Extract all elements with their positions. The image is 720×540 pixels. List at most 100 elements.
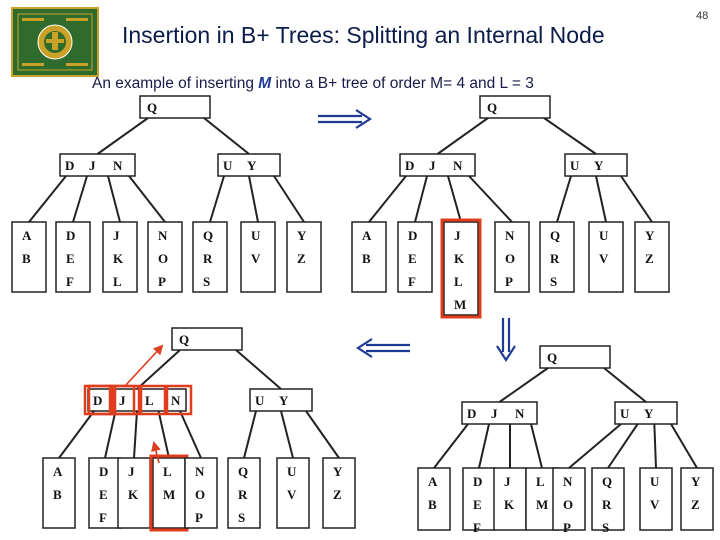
leaf-key: A bbox=[428, 474, 438, 489]
tree-edge bbox=[128, 175, 166, 223]
tree1-leaf-node: NOP bbox=[147, 221, 183, 293]
tree1-leaf-node: QRS bbox=[192, 221, 228, 293]
highlight-box bbox=[165, 384, 193, 416]
tree3-leaf-node: YZ bbox=[680, 467, 714, 531]
slide-subtitle: An example of inserting M into a B+ tree… bbox=[92, 75, 534, 93]
node-key: Q bbox=[487, 100, 497, 115]
leaf-split-arrow-icon bbox=[151, 441, 161, 464]
tree4-leaf-node: DEF bbox=[88, 457, 122, 529]
promote-key-arrow-icon bbox=[124, 344, 164, 387]
tree-edge bbox=[243, 410, 257, 459]
leaf-key: B bbox=[22, 251, 31, 266]
leaf-key: V bbox=[650, 497, 660, 512]
tree4-leaf-node: LM bbox=[149, 454, 189, 532]
tree4-leaf-node: QRS bbox=[227, 457, 261, 529]
leaf-key: O bbox=[195, 487, 205, 502]
leaf-key: V bbox=[251, 251, 261, 266]
node-key: J bbox=[491, 406, 498, 421]
tree-edge bbox=[96, 117, 149, 155]
leaf-key: B bbox=[362, 251, 371, 266]
tree-edge bbox=[133, 410, 138, 459]
leaf-key: O bbox=[505, 251, 515, 266]
leaf-key: N bbox=[158, 228, 168, 243]
leaf-key: R bbox=[550, 251, 560, 266]
subtitle-inserted-key: M bbox=[258, 75, 272, 92]
leaf-key: E bbox=[99, 487, 108, 502]
tree2-leaf-node: AB bbox=[351, 221, 387, 293]
node-key: J bbox=[89, 158, 96, 173]
tree-edge bbox=[603, 367, 647, 403]
leaf-key: P bbox=[158, 274, 166, 289]
tree1-leaf-node: DEF bbox=[55, 221, 91, 293]
leaf-key: U bbox=[251, 228, 261, 243]
tree-edge bbox=[203, 117, 250, 155]
tree-edge bbox=[248, 175, 259, 223]
tree-edge bbox=[58, 410, 95, 459]
arrow-right-icon bbox=[318, 109, 373, 129]
leaf-key: Z bbox=[691, 497, 700, 512]
leaf-key: Q bbox=[238, 464, 248, 479]
tree2-leaf-node: QRS bbox=[539, 221, 575, 293]
leaf-key: F bbox=[473, 520, 481, 535]
tree2-leaf-node: YZ bbox=[634, 221, 670, 293]
tree-edge bbox=[607, 423, 639, 469]
leaf-key: D bbox=[99, 464, 108, 479]
leaf-key: V bbox=[599, 251, 609, 266]
node-key: L bbox=[145, 393, 154, 408]
leaf-key: K bbox=[128, 487, 139, 502]
node-key: Q bbox=[547, 350, 557, 365]
leaf-key: M bbox=[454, 297, 466, 312]
leaf-key: Z bbox=[333, 487, 342, 502]
highlight-box bbox=[139, 384, 167, 416]
tree-edge bbox=[447, 175, 462, 223]
tree-edge bbox=[433, 423, 469, 469]
slide-number: 48 bbox=[696, 10, 709, 22]
tree2-leaf-node: NOP bbox=[494, 221, 530, 293]
tree-edge bbox=[235, 349, 282, 390]
tree4-leaf-node: NOP bbox=[184, 457, 218, 529]
tree4-leaf-node: AB bbox=[42, 457, 76, 529]
tree-edge bbox=[568, 423, 622, 469]
leaf-key: Z bbox=[297, 251, 306, 266]
leaf-key: D bbox=[408, 228, 417, 243]
node-key: D bbox=[405, 158, 414, 173]
node-key: U bbox=[570, 158, 580, 173]
leaf-key: R bbox=[203, 251, 213, 266]
tree-edge bbox=[107, 175, 121, 223]
tree4-leaf-node: YZ bbox=[322, 457, 356, 529]
leaf-key: E bbox=[473, 497, 482, 512]
node-key: D bbox=[467, 406, 476, 421]
tree-edge bbox=[556, 175, 572, 223]
tree-edge bbox=[498, 367, 549, 403]
header-band bbox=[0, 0, 720, 76]
arrow-down-icon bbox=[496, 318, 516, 363]
leaf-key: Q bbox=[203, 228, 213, 243]
node-key: N bbox=[515, 406, 525, 421]
leaf-key: B bbox=[53, 487, 62, 502]
leaf-key: J bbox=[128, 464, 135, 479]
leaf-key: Q bbox=[602, 474, 612, 489]
leaf-key: U bbox=[650, 474, 660, 489]
tree-edge bbox=[436, 117, 489, 155]
leaf-key: Y bbox=[333, 464, 343, 479]
node-key: Y bbox=[247, 158, 257, 173]
leaf-key: A bbox=[362, 228, 372, 243]
leaf-key: Z bbox=[645, 251, 654, 266]
tree-edge bbox=[653, 423, 657, 469]
highlight-box bbox=[440, 218, 482, 319]
tree3-leaf-node: QRS bbox=[591, 467, 625, 535]
node-key: N bbox=[453, 158, 463, 173]
node-key: Q bbox=[179, 332, 189, 347]
leaf-key: M bbox=[163, 487, 175, 502]
leaf-key: P bbox=[505, 274, 513, 289]
node-key: N bbox=[171, 393, 181, 408]
